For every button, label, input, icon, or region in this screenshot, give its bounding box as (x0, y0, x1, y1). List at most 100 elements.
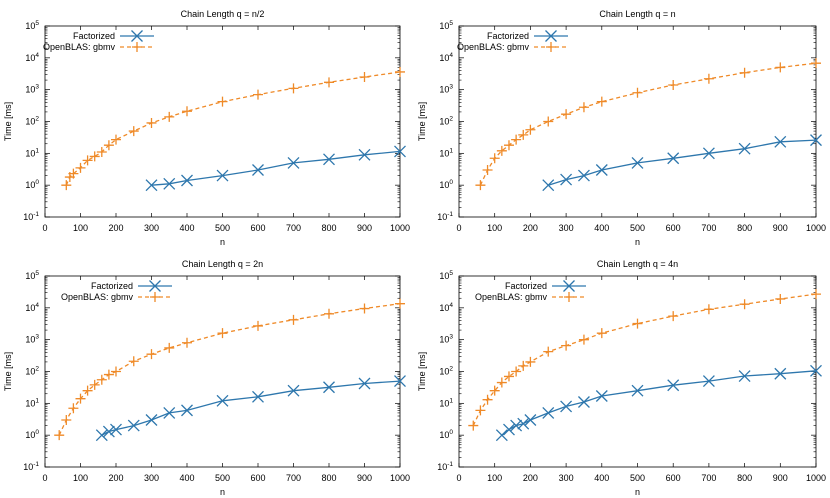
data-point-marker (475, 180, 486, 191)
y-tick-exponent: 4 (35, 52, 39, 59)
y-tick-base: 10 (25, 303, 35, 313)
data-point-marker (82, 385, 93, 396)
data-point-marker (164, 342, 175, 353)
x-tick-label: 400 (179, 473, 194, 483)
data-point-marker (578, 334, 589, 345)
data-point-marker (596, 96, 607, 107)
data-point-marker (810, 134, 822, 147)
x-tick-label: 200 (108, 473, 123, 483)
y-tick-label: 102 (439, 116, 453, 127)
data-point-marker (543, 346, 554, 357)
data-point-marker (95, 429, 108, 442)
y-tick-label: 105 (25, 270, 39, 281)
data-point-marker (359, 303, 370, 314)
data-point-marker (739, 67, 750, 78)
series-factorized (145, 145, 406, 192)
y-tick-base: 10 (439, 117, 449, 127)
y-tick-base: 10 (23, 462, 33, 472)
data-point-marker (89, 151, 100, 162)
data-point-marker (503, 140, 514, 151)
data-point-marker (216, 169, 229, 182)
data-point-marker (82, 155, 93, 166)
y-tick-base: 10 (439, 271, 449, 281)
y-tick-exponent: 1 (35, 147, 39, 154)
x-tick-label: 300 (559, 473, 574, 483)
data-point-marker (511, 134, 522, 145)
data-point-marker (524, 414, 537, 426)
legend-marker (149, 280, 161, 292)
data-point-marker (145, 414, 158, 426)
data-point-marker (811, 289, 821, 300)
x-tick-label: 600 (666, 473, 681, 483)
x-tick-label: 500 (630, 223, 645, 233)
data-point-marker (578, 102, 589, 113)
x-tick-label: 500 (630, 473, 645, 483)
data-point-marker (596, 328, 607, 339)
data-point-marker (489, 385, 500, 396)
data-point-marker (61, 414, 72, 425)
y-tick-base: 10 (23, 212, 33, 222)
data-point-marker (359, 71, 370, 82)
series-factorized (495, 364, 822, 442)
y-tick-label: 101 (439, 397, 453, 408)
data-point-marker (468, 420, 479, 431)
data-point-marker (395, 298, 405, 309)
data-point-marker (163, 406, 176, 419)
x-tick-label: 100 (73, 473, 88, 483)
y-tick-label: 10-1 (23, 461, 39, 472)
data-point-marker (542, 406, 555, 419)
data-point-marker (146, 349, 157, 360)
data-point-marker (525, 124, 536, 135)
data-point-marker (738, 370, 751, 383)
series-factorized (95, 375, 406, 442)
data-point-marker (811, 58, 821, 69)
x-tick-label: 600 (666, 223, 681, 233)
y-tick-exponent: 2 (35, 366, 39, 373)
chart-title: Chain Length q = n (599, 9, 675, 19)
data-point-marker (631, 156, 644, 169)
y-tick-exponent: 0 (449, 179, 453, 186)
x-tick-label: 800 (737, 223, 752, 233)
data-point-marker (103, 369, 114, 380)
x-tick-label: 500 (215, 473, 230, 483)
data-point-marker (182, 106, 192, 117)
y-tick-exponent: 5 (449, 20, 453, 27)
y-tick-label: 102 (439, 366, 453, 377)
data-point-marker (252, 390, 264, 403)
y-tick-label: 101 (439, 147, 453, 158)
data-point-marker (110, 423, 122, 436)
data-point-marker (324, 308, 334, 319)
series-openblas-gbmv (475, 58, 821, 191)
data-point-marker (323, 381, 335, 394)
y-tick-base: 10 (439, 148, 449, 158)
series-openblas-gbmv (54, 298, 405, 441)
x-tick-label: 300 (144, 223, 159, 233)
series-line (479, 62, 817, 186)
data-point-marker (103, 140, 114, 151)
y-tick-base: 10 (25, 21, 35, 31)
data-point-marker (510, 419, 523, 432)
y-tick-label: 103 (439, 84, 453, 95)
x-tick-label: 700 (701, 223, 716, 233)
y-tick-exponent: -1 (447, 211, 453, 218)
data-point-marker (703, 73, 714, 84)
data-point-marker (511, 366, 522, 377)
x-axis-label: n (635, 487, 640, 497)
y-tick-exponent: 3 (35, 334, 39, 341)
legend-label: Factorized (505, 281, 547, 291)
data-point-marker (96, 147, 107, 158)
data-point-marker (111, 366, 121, 377)
legend-label: Factorized (487, 31, 529, 41)
y-tick-label: 10-1 (437, 461, 453, 472)
data-point-marker (560, 400, 573, 413)
data-point-marker (96, 374, 107, 385)
y-tick-exponent: 3 (35, 84, 39, 91)
data-point-marker (163, 177, 176, 190)
x-tick-label: 1000 (390, 473, 410, 483)
data-point-marker (128, 356, 139, 367)
data-point-marker (496, 377, 507, 388)
data-point-marker (668, 311, 679, 322)
data-point-marker (127, 419, 140, 432)
chart-title: Chain Length q = n/2 (181, 9, 265, 19)
